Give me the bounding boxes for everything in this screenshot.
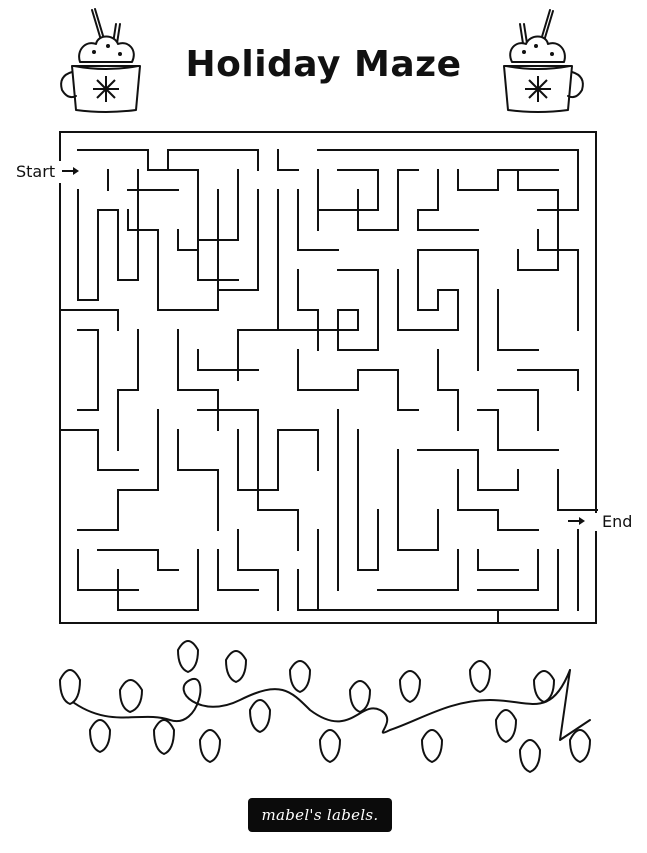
hot-cocoa-mug-icon: [60, 8, 141, 113]
right-arrow-icon: [568, 517, 585, 525]
brand-logo: mabel's labels.: [248, 798, 392, 832]
end-label: End: [602, 512, 633, 531]
start-label: Start: [16, 162, 56, 181]
hot-cocoa-mug-icon: [503, 9, 584, 113]
page-title: Holiday Maze: [185, 44, 462, 85]
string-lights-icon: [59, 640, 591, 773]
maze-grid[interactable]: [58, 130, 598, 625]
right-arrow-icon: [62, 167, 79, 175]
